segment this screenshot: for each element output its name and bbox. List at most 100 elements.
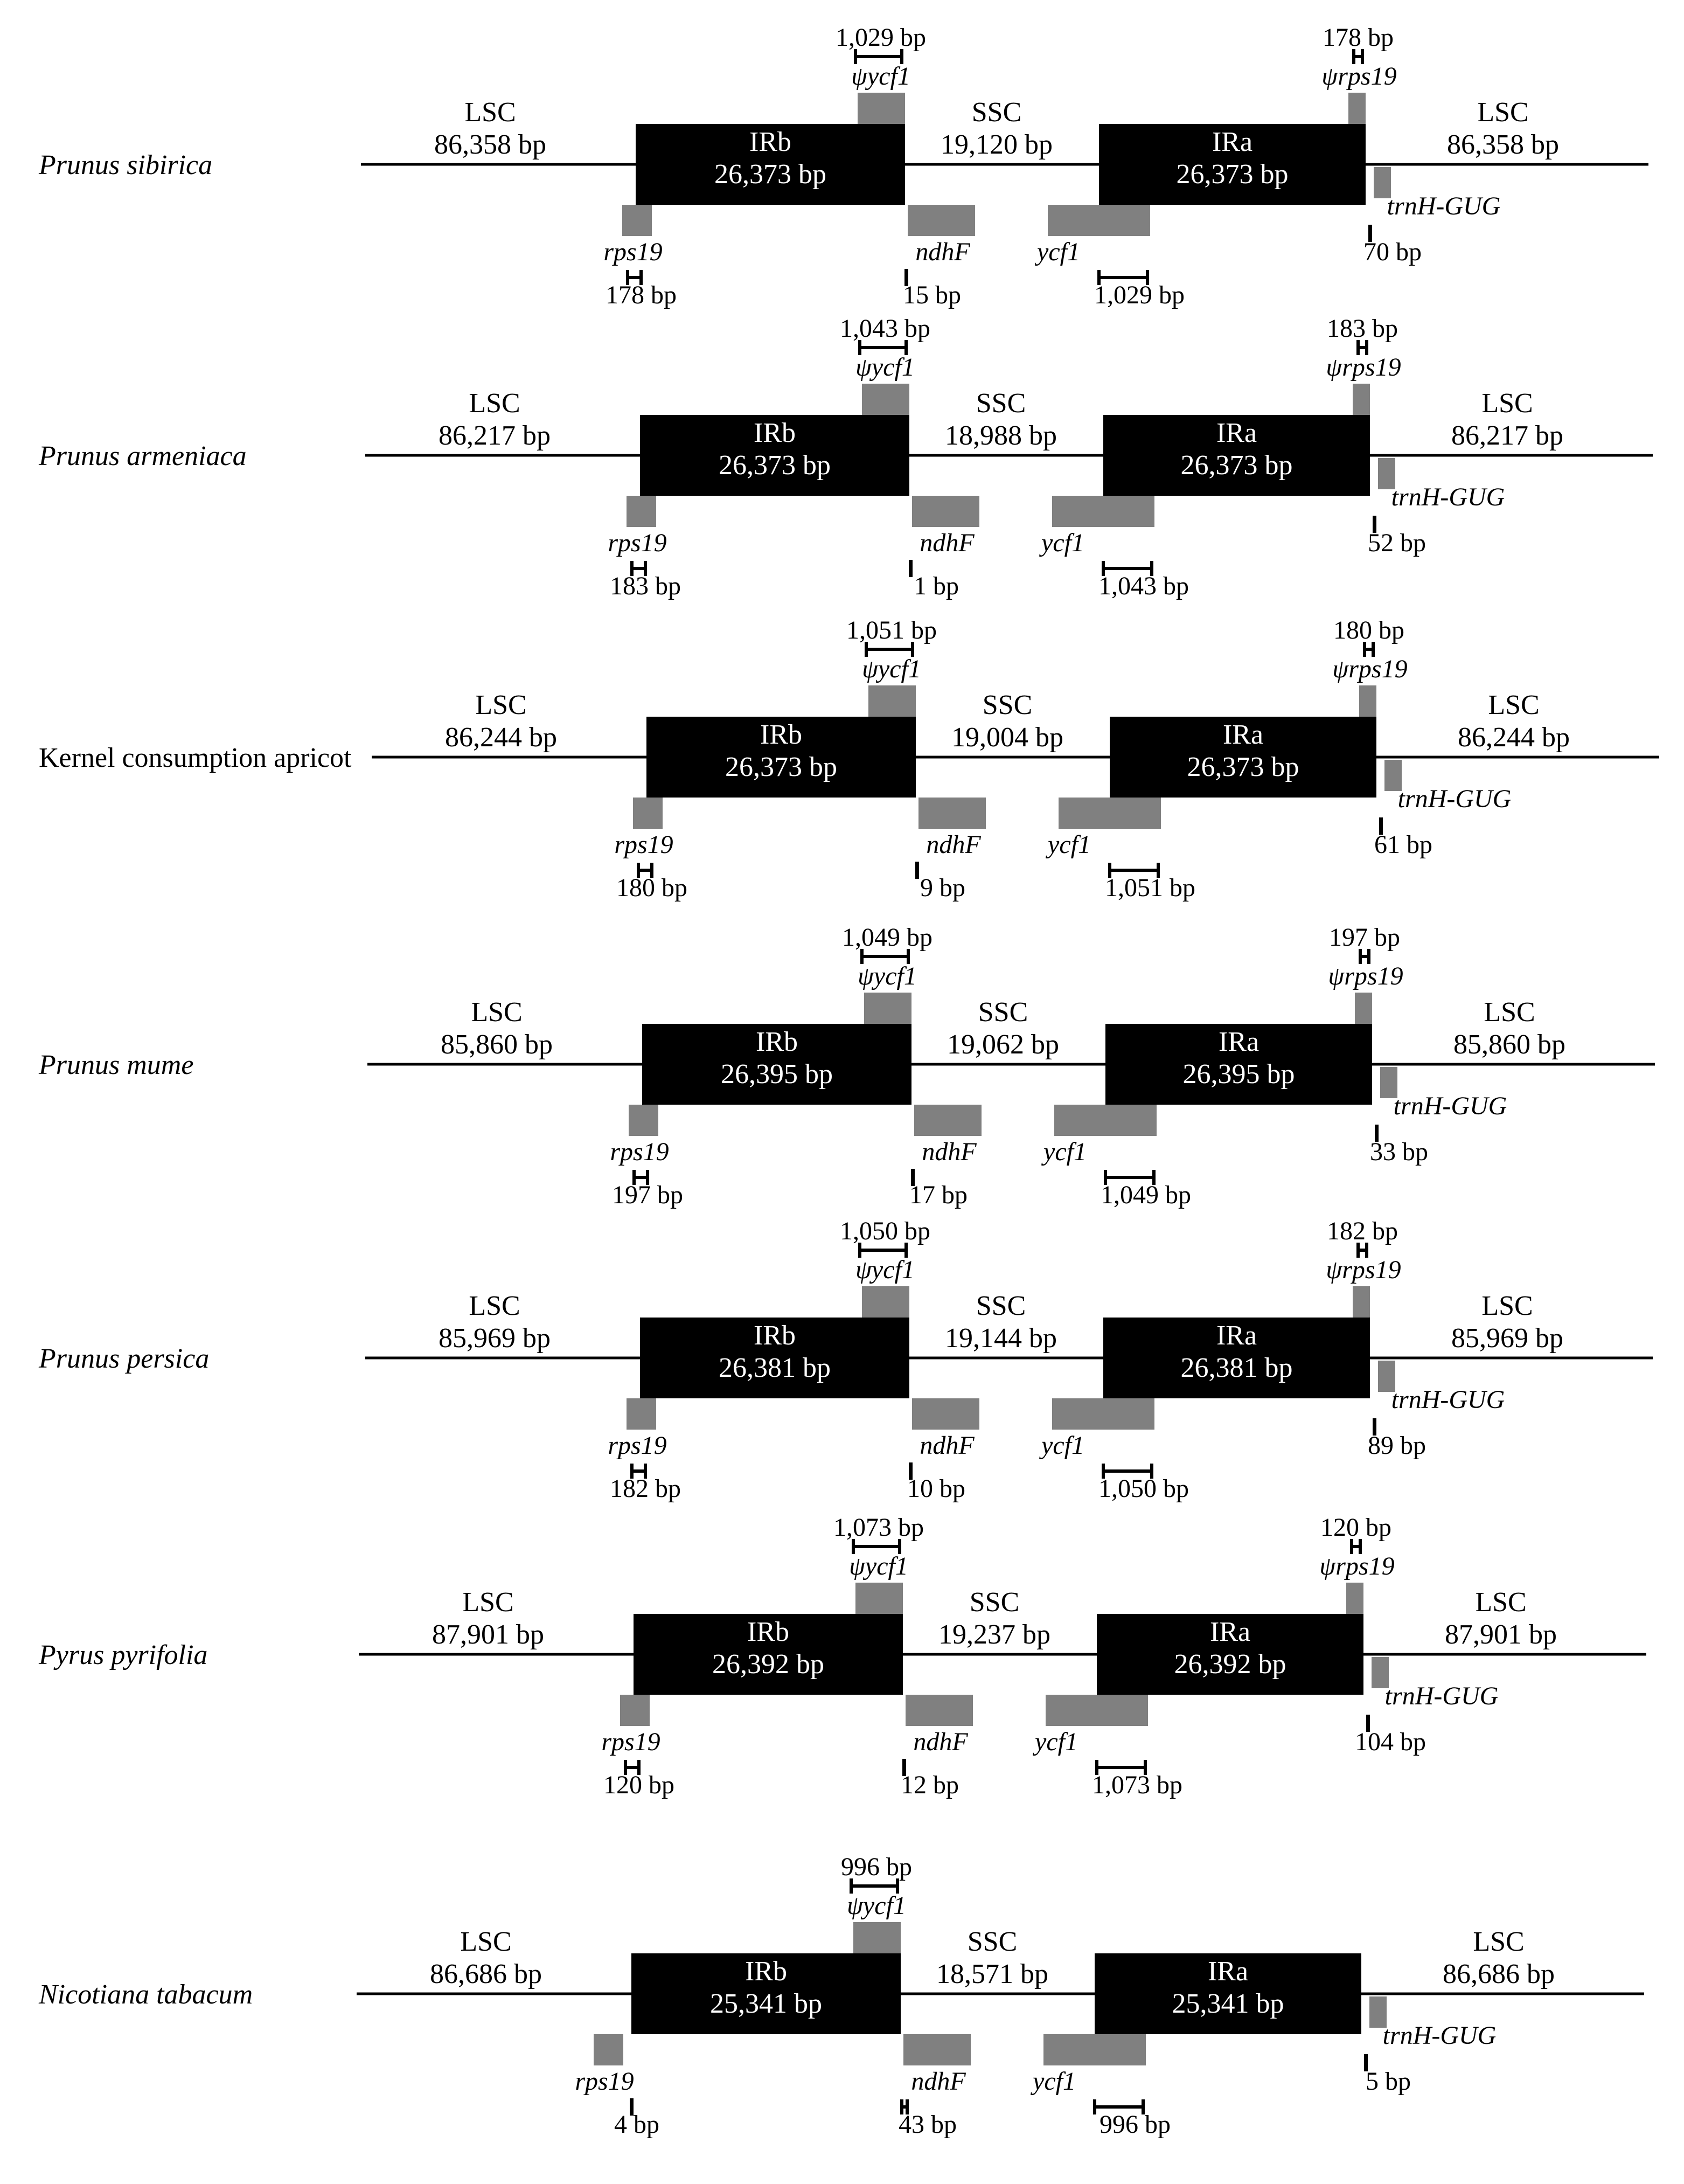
trnH-length: 5 bp bbox=[1366, 2067, 1411, 2096]
trnH-length: 89 bp bbox=[1368, 1431, 1426, 1460]
psi-ycf1-bracket bbox=[858, 1243, 908, 1258]
lsc-left-length: 86,686 bp bbox=[430, 1959, 542, 1989]
rps19-label: rps19 bbox=[614, 830, 673, 859]
ycf1-bracket bbox=[1104, 1170, 1156, 1185]
ira-block bbox=[1099, 124, 1366, 205]
lsc-left-length: 85,860 bp bbox=[441, 1029, 553, 1060]
irb-length: 26,373 bp bbox=[719, 450, 831, 481]
species-name: Prunus armeniaca bbox=[38, 441, 247, 472]
irb-label: IRb bbox=[754, 418, 796, 448]
irb-block bbox=[634, 1614, 903, 1695]
psi-rps19-bracket bbox=[1356, 340, 1368, 355]
psi-rps19-bracket bbox=[1352, 49, 1364, 64]
trnH-box bbox=[1378, 458, 1395, 489]
trnH-tick bbox=[1373, 1418, 1376, 1436]
ira-block bbox=[1095, 1953, 1361, 2034]
ndhF-box bbox=[914, 1105, 982, 1136]
psi-rps19-label: ψrps19 bbox=[1321, 62, 1396, 91]
trnH-label: trnH-GUG bbox=[1391, 483, 1505, 511]
irb-label: IRb bbox=[749, 127, 791, 157]
ycf1-bracket bbox=[1093, 2099, 1145, 2114]
rps19-bracket bbox=[630, 1464, 647, 1479]
ssc-length: 18,571 bp bbox=[936, 1959, 1048, 1989]
psi-ycf1-label: ψycf1 bbox=[851, 62, 910, 91]
ycf1-length: 1,050 bp bbox=[1098, 1474, 1189, 1503]
ira-length: 26,373 bp bbox=[1187, 752, 1299, 782]
irb-block bbox=[640, 1318, 909, 1398]
psi-ycf1-length: 1,073 bp bbox=[833, 1513, 924, 1542]
psi-ycf1-label: ψycf1 bbox=[858, 962, 917, 990]
ycf1-length: 1,043 bp bbox=[1098, 572, 1189, 600]
rps19-bracket bbox=[632, 1170, 649, 1185]
ssc-label: SSC bbox=[968, 1926, 1018, 1957]
rps19-length: 4 bp bbox=[614, 2110, 659, 2139]
ycf1-bracket bbox=[1102, 561, 1153, 576]
trnH-tick bbox=[1364, 2054, 1368, 2071]
lsc-right-length: 85,860 bp bbox=[1453, 1029, 1565, 1060]
irb-length: 26,381 bp bbox=[719, 1353, 831, 1383]
trnH-label: trnH-GUG bbox=[1383, 2021, 1497, 2050]
ira-length: 26,381 bp bbox=[1181, 1353, 1293, 1383]
ssc-label: SSC bbox=[976, 1291, 1026, 1321]
rps19-bracket bbox=[626, 270, 643, 285]
psi-ycf1-box bbox=[853, 1922, 901, 1953]
ndhF-length: 1 bp bbox=[914, 572, 959, 600]
ndhF-box bbox=[912, 1398, 979, 1430]
psi-ycf1-box bbox=[855, 1583, 903, 1614]
psi-ycf1-box bbox=[864, 993, 911, 1024]
ndhF-tick bbox=[902, 1759, 906, 1776]
ycf1-label: ycf1 bbox=[1030, 2067, 1076, 2096]
psi-ycf1-box bbox=[858, 93, 905, 124]
ndhF-label: ndhF bbox=[911, 2067, 966, 2096]
rps19-box bbox=[627, 496, 656, 527]
rps19-bracket bbox=[630, 561, 647, 576]
trnH-tick bbox=[1373, 516, 1376, 533]
psi-ycf1-bracket bbox=[854, 49, 903, 64]
ycf1-label: ycf1 bbox=[1032, 1728, 1078, 1756]
ycf1-label: ycf1 bbox=[1039, 1431, 1084, 1460]
irb-label: IRb bbox=[756, 1027, 798, 1057]
psi-ycf1-bracket bbox=[850, 1878, 899, 1894]
rps19-label: rps19 bbox=[608, 529, 666, 557]
lsc-right-length: 86,244 bp bbox=[1458, 722, 1570, 753]
psi-rps19-label: ψrps19 bbox=[1326, 1256, 1401, 1284]
ndhF-length: 12 bp bbox=[901, 1771, 959, 1799]
trnH-box bbox=[1378, 1361, 1395, 1392]
psi-ycf1-box bbox=[862, 1286, 909, 1318]
psi-ycf1-bracket bbox=[865, 642, 914, 657]
ndhF-length: 9 bp bbox=[920, 873, 965, 902]
ssc-length: 19,237 bp bbox=[938, 1619, 1050, 1650]
rps19-length: 183 bp bbox=[610, 572, 681, 600]
lsc-left-length: 86,244 bp bbox=[445, 722, 557, 753]
trnH-label: trnH-GUG bbox=[1391, 1385, 1505, 1414]
psi-ycf1-label: ψycf1 bbox=[855, 1256, 915, 1284]
irb-label: IRb bbox=[760, 719, 802, 750]
psi-ycf1-label: ψycf1 bbox=[855, 353, 915, 382]
trnH-box bbox=[1374, 167, 1391, 198]
species-name: Nicotiana tabacum bbox=[38, 1979, 253, 2010]
lsc-right-label: LSC bbox=[1477, 97, 1528, 128]
ndhF-label: ndhF bbox=[926, 830, 981, 859]
ssc-label: SSC bbox=[978, 997, 1028, 1028]
rps19-label: rps19 bbox=[608, 1431, 666, 1460]
ssc-length: 19,120 bp bbox=[941, 129, 1053, 160]
ira-label: IRa bbox=[1216, 1320, 1257, 1351]
rps19-label: rps19 bbox=[610, 1138, 669, 1166]
ycf1-label: ycf1 bbox=[1045, 830, 1091, 859]
ndhF-tick bbox=[904, 269, 908, 286]
ira-length: 26,373 bp bbox=[1181, 450, 1293, 481]
trnH-tick bbox=[1366, 1715, 1370, 1732]
trnH-label: trnH-GUG bbox=[1398, 785, 1512, 813]
trnH-box bbox=[1372, 1657, 1389, 1688]
ndhF-label: ndhF bbox=[920, 529, 975, 557]
ycf1-label: ycf1 bbox=[1034, 238, 1080, 266]
psi-rps19-box bbox=[1353, 384, 1370, 415]
psi-rps19-label: ψrps19 bbox=[1326, 353, 1401, 382]
ndhF-box bbox=[912, 496, 979, 527]
irb-label: IRb bbox=[745, 1956, 787, 1987]
psi-rps19-box bbox=[1353, 1286, 1370, 1318]
psi-rps19-box bbox=[1346, 1583, 1363, 1614]
irb-length: 26,395 bp bbox=[721, 1059, 833, 1090]
ycf1-box bbox=[1054, 1105, 1157, 1136]
psi-ycf1-label: ψycf1 bbox=[862, 655, 921, 683]
